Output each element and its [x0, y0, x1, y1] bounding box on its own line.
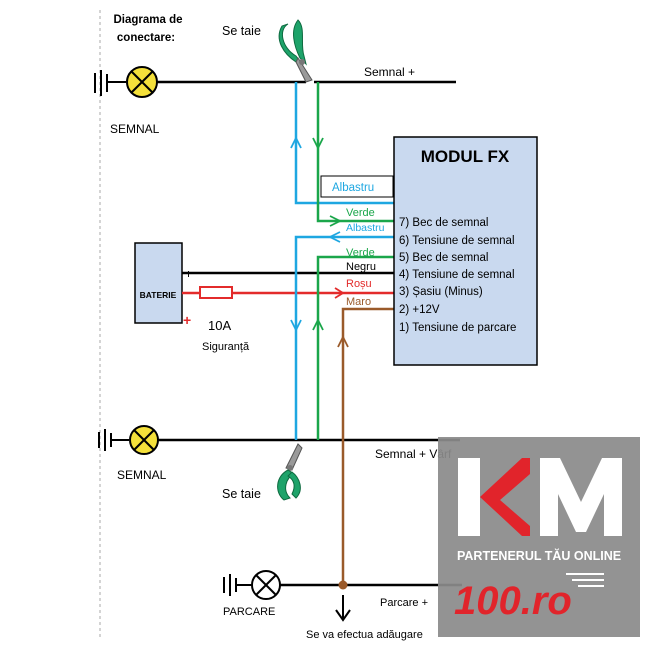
wire-label-blue: Albastru	[332, 182, 374, 194]
wire-blue-bottom	[294, 235, 394, 440]
brown-arrow-icon	[337, 334, 349, 348]
green-arrow-bottom-icon	[312, 317, 324, 331]
signal-plus-label: Semnal +	[364, 65, 415, 79]
red-arrow-icon	[334, 287, 345, 299]
fuse-rating-label: 10A	[208, 318, 231, 333]
wire-label-brown: Maro	[346, 296, 371, 308]
module-box	[393, 136, 538, 366]
signal-lamp-bottom-icon	[129, 425, 159, 455]
wire-label-black: Negru	[346, 261, 376, 273]
module-pin-7: 7) Bec de semnal	[399, 217, 489, 229]
fuse-label: Siguranță	[202, 341, 250, 353]
blue-arrow-bottom-icon	[290, 319, 302, 333]
module-pin-4: 4) Tensiune de semnal	[399, 269, 515, 281]
module-pin-3: 3) Șasiu (Minus)	[399, 286, 483, 298]
km100-logo: PARTENERUL TĂU ONLINE 100.ro	[438, 437, 640, 637]
wire-brown	[341, 307, 395, 585]
module-pin-5: 5) Bec de semnal	[399, 252, 489, 264]
wire-green-bottom	[316, 255, 394, 440]
battery-plus-icon: +	[183, 312, 191, 328]
title-line2: conectare:	[117, 32, 175, 44]
wire-label-red: Roșu	[346, 278, 372, 290]
logo-domain: 100.ro	[454, 579, 572, 623]
parking-label: PARCARE	[223, 606, 275, 618]
logo-tagline: PARTENERUL TĂU ONLINE	[457, 548, 621, 563]
signal-lamp-top-icon	[126, 66, 158, 98]
signal-label-top: SEMNAL	[110, 122, 160, 136]
module-pin-2: 2) +12V	[399, 304, 440, 316]
wire-blue-top	[294, 82, 394, 205]
ground-symbol-bottom-icon	[98, 429, 129, 451]
parking-lamp-icon	[251, 570, 281, 600]
fuse-icon	[199, 286, 233, 299]
wire-cutter-bottom-icon	[277, 443, 303, 501]
title-line1: Diagrama de	[113, 14, 182, 26]
cut-label-top: Se taie	[222, 24, 261, 38]
ground-symbol-parking-icon	[223, 574, 252, 596]
wire-label-blue-2: Albastru	[346, 222, 385, 234]
junction-dot	[338, 580, 348, 590]
green-arrow-mid-icon	[329, 215, 343, 227]
signal-plus-top-label: Semnal + Vârf	[375, 447, 452, 461]
module-pin-6: 6) Tensiune de semnal	[399, 235, 515, 247]
down-arrow-icon	[335, 609, 351, 622]
ground-symbol-top-icon	[94, 70, 126, 96]
module-title: MODUL FX	[421, 147, 510, 166]
cut-label-bottom: Se taie	[222, 487, 261, 501]
module-pin-1: 1) Tensiune de parcare	[399, 322, 516, 334]
blue-arrow-top-icon	[290, 135, 302, 149]
blue-label-box	[320, 175, 394, 198]
battery-label: BATERIE	[140, 290, 177, 300]
wire-label-green-2: Verde	[346, 247, 375, 259]
wire-green-top	[316, 82, 394, 223]
to-be-added-label: Se va efectua adăugare	[306, 629, 423, 641]
parking-plus-label: Parcare +	[380, 597, 428, 609]
blue-arrow-mid-icon	[327, 231, 341, 243]
wire-label-green-1: Verde	[346, 207, 375, 219]
green-arrow-top-icon	[312, 137, 324, 151]
wire-cutter-top-icon	[278, 19, 313, 83]
battery-box	[134, 242, 183, 324]
signal-label-bottom: SEMNAL	[117, 468, 167, 482]
